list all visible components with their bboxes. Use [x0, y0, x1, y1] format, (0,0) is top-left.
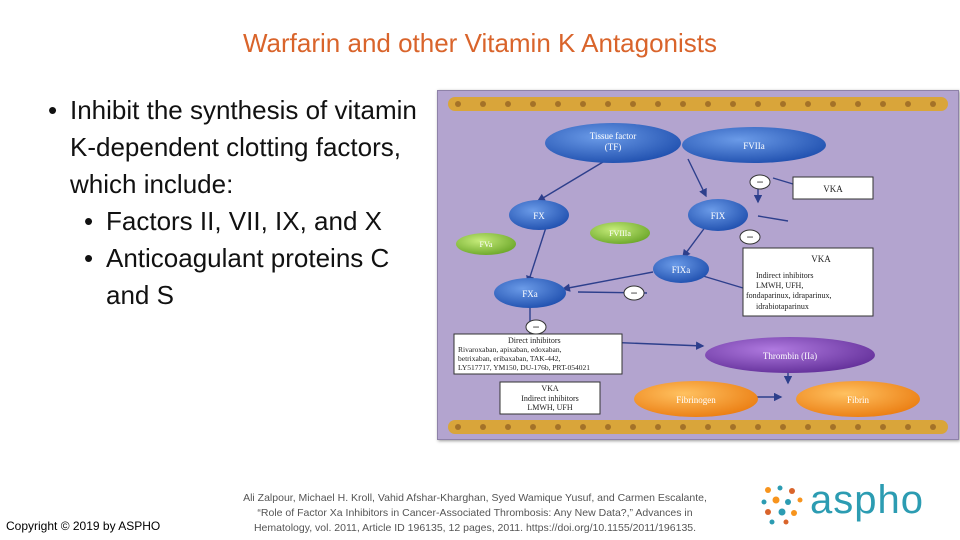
aspho-logo-text: aspho: [810, 478, 924, 522]
minus-label: −: [630, 286, 637, 300]
node-fva: [456, 233, 516, 255]
membrane-bottom: [448, 420, 948, 434]
bullet-list: • Inhibit the synthesis of vitamin K-depe…: [48, 92, 428, 314]
box-vka-bottom-label: VKA: [541, 384, 559, 393]
bullet-dot-icon: •: [84, 206, 94, 236]
node-thrombin-label: Thrombin (IIa): [763, 351, 817, 361]
box-vka-top: [792, 176, 874, 200]
node-fx: [509, 200, 569, 230]
direct-inhibitors-line: betrixaban, eribaxaban, TAK-442,: [458, 354, 560, 363]
indirect-inhibitors-line: LMWH, UFH,: [756, 281, 803, 290]
node-tissue-factor-label: Tissue factor: [590, 131, 636, 141]
copyright-notice: Copyright © 2019 by ASPHO: [6, 519, 161, 533]
node-fviia-label: FVIIa: [743, 141, 765, 151]
aspho-logo-dots-icon: [761, 485, 803, 525]
bullet-sub-proteins: • Anticoagulant proteins C and S: [48, 240, 428, 314]
citation: Ali Zalpour, Michael H. Kroll, Vahid Afs…: [232, 491, 718, 536]
bullet-dot-icon: •: [48, 95, 58, 125]
box-vka-top-label: VKA: [823, 184, 843, 194]
node-fx-label: FX: [533, 211, 545, 221]
bullet-main-text: Inhibit the synthesis of vitamin K-depen…: [70, 95, 417, 199]
coagulation-cascade-diagram: − − − − Tissue factor (TF) FVIIa VKA FX …: [437, 90, 959, 440]
node-tissue-factor-abbr: (TF): [605, 142, 622, 152]
node-fix: [688, 199, 748, 231]
membrane-top: [448, 97, 948, 111]
node-fixa-label: FIXa: [672, 265, 691, 275]
box-direct-inhibitors: [453, 333, 623, 375]
node-fxa: [494, 278, 566, 308]
direct-inhibitors-line: Direct inhibitors: [508, 336, 561, 345]
node-tissue-factor: [545, 123, 681, 163]
minus-label: −: [746, 230, 753, 244]
slide-title: Warfarin and other Vitamin K Antagonists: [242, 28, 718, 58]
bullet-sub-text: Anticoagulant proteins C and S: [106, 243, 390, 310]
direct-inhibitors-line: LY517717, YM150, DU-176b, PRT-054021: [458, 363, 590, 372]
citation-line: Ali Zalpour, Michael H. Kroll, Vahid Afs…: [243, 492, 707, 504]
bullet-sub-factors: • Factors II, VII, IX, and X: [48, 203, 428, 240]
cascade-svg: − − − − Tissue factor (TF) FVIIa VKA FX …: [448, 97, 948, 434]
node-fibrin-label: Fibrin: [847, 395, 870, 405]
node-fviiia: [590, 222, 650, 244]
node-fviia: [682, 127, 826, 163]
indirect-inhibitors-line: Indirect inhibitors: [756, 271, 814, 280]
node-fviiia-label: FVIIIa: [609, 229, 631, 238]
bottom-inhibitor-line: LMWH, UFH: [527, 403, 573, 412]
inhibition-minus-icon: [749, 174, 771, 190]
indirect-inhibitors-line: idrabiotaparinux: [756, 302, 809, 311]
box-indirect-inhibitors: [742, 247, 874, 317]
inhibition-minus-icon: [623, 285, 645, 301]
node-fixa: [653, 255, 709, 283]
direct-inhibitors-line: Rivaroxaban, apixaban, edoxaban,: [458, 345, 562, 354]
node-thrombin: [705, 337, 875, 373]
citation-line: “Role of Factor Xa Inhibitors in Cancer-…: [257, 507, 693, 519]
box-vka-mid-label: VKA: [811, 254, 831, 264]
minus-label: −: [532, 320, 539, 334]
box-vka-bottom: [499, 381, 601, 415]
node-fva-label: FVa: [480, 240, 493, 249]
node-fibrinogen-label: Fibrinogen: [676, 395, 716, 405]
bullet-main: • Inhibit the synthesis of vitamin K-depe…: [48, 92, 428, 203]
bottom-inhibitor-line: Indirect inhibitors: [521, 394, 579, 403]
bullet-sub-text: Factors II, VII, IX, and X: [106, 206, 382, 236]
minus-label: −: [756, 175, 763, 189]
indirect-inhibitors-line: fondaparinux, idraparinux,: [746, 291, 832, 300]
node-fix-label: FIX: [711, 211, 726, 221]
node-fxa-label: FXa: [522, 289, 538, 299]
aspho-logo: aspho: [760, 478, 940, 526]
node-fibrinogen: [634, 381, 758, 417]
inhibition-minus-icon: [739, 229, 761, 245]
citation-line: Hematology, vol. 2011, Article ID 196135…: [253, 522, 697, 534]
node-fibrin: [796, 381, 920, 417]
bullet-dot-icon: •: [84, 243, 94, 273]
